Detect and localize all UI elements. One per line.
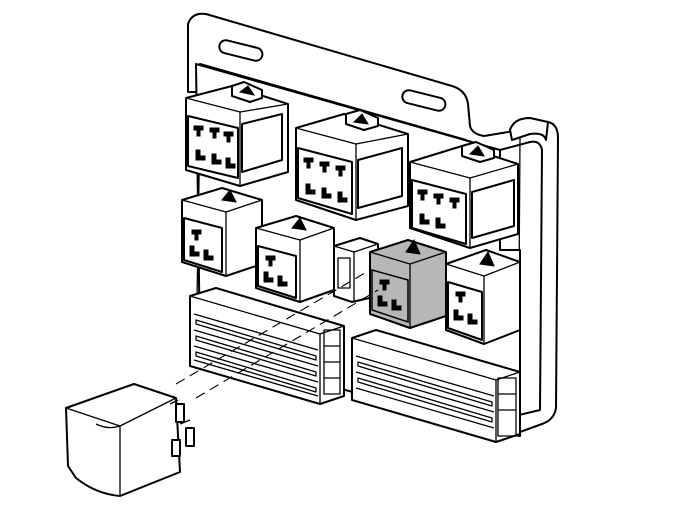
relay-socket-5	[255, 215, 335, 303]
connector-block-right	[351, 329, 521, 443]
relay-unit	[65, 383, 195, 497]
mounting-slot-right	[401, 89, 447, 112]
connector-block-left	[189, 287, 345, 405]
relay-socket-6-highlighted	[369, 238, 447, 329]
mounting-slot-left	[218, 39, 264, 62]
relay-pin-1	[175, 403, 185, 423]
relay-socket-1	[185, 81, 289, 187]
insertion-guide-lines	[175, 269, 379, 399]
relay-socket-7	[445, 249, 521, 345]
relay-socket-2	[295, 109, 409, 221]
relay-socket-4	[181, 187, 263, 277]
relay-pin-3	[171, 439, 181, 457]
relay-socket-3	[409, 141, 519, 249]
relay-pin-2	[185, 427, 195, 447]
